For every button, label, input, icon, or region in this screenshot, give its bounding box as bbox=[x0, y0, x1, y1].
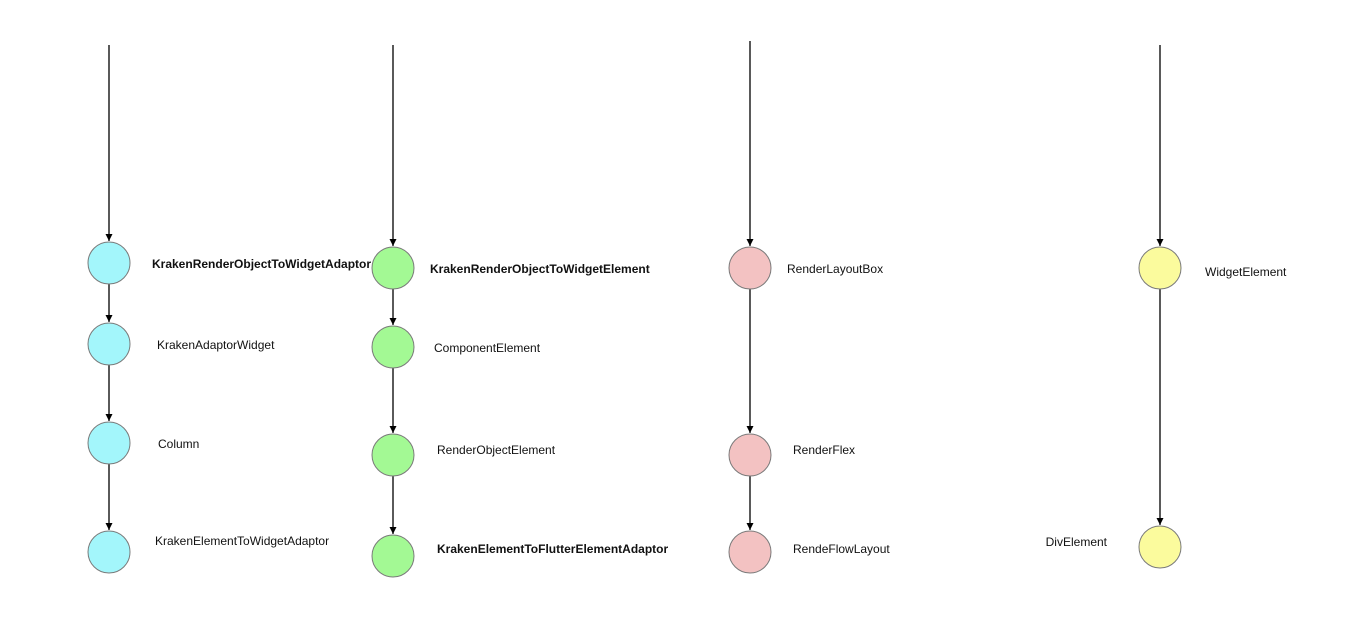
render-layout-box-node bbox=[728, 246, 772, 290]
component-element-node bbox=[371, 325, 415, 369]
rende-flow-layout-label: RendeFlowLayout bbox=[793, 542, 890, 556]
div-element-node bbox=[1138, 525, 1182, 569]
kraken-render-object-to-widget-element-label: KrakenRenderObjectToWidgetElement bbox=[430, 262, 650, 276]
component-element-label: ComponentElement bbox=[434, 341, 541, 355]
render-flex-node bbox=[728, 433, 772, 477]
render-object-element-node bbox=[371, 433, 415, 477]
kraken-element-to-widget-adaptor-node bbox=[87, 530, 131, 574]
edges-layer bbox=[105, 41, 1164, 534]
widget-element-node bbox=[1138, 246, 1182, 290]
render-object-element-label: RenderObjectElement bbox=[437, 443, 556, 457]
kraken-element-to-flutter-element-adaptor-node bbox=[371, 534, 415, 578]
kraken-element-to-flutter-element-adaptor-label: KrakenElementToFlutterElementAdaptor bbox=[437, 542, 668, 556]
kraken-adaptor-widget-node bbox=[87, 322, 131, 366]
kraken-render-object-to-widget-adaptor-node bbox=[87, 241, 131, 285]
kraken-render-object-to-widget-element-node bbox=[371, 246, 415, 290]
kraken-element-to-widget-adaptor-label: KrakenElementToWidgetAdaptor bbox=[155, 534, 329, 548]
nodes-layer: KrakenRenderObjectToWidgetAdaptorKrakenA… bbox=[87, 241, 1287, 578]
kraken-render-object-to-widget-adaptor-label: KrakenRenderObjectToWidgetAdaptor bbox=[152, 257, 371, 271]
render-flex-label: RenderFlex bbox=[793, 443, 855, 457]
column-label: Column bbox=[158, 437, 199, 451]
rende-flow-layout-node bbox=[728, 530, 772, 574]
kraken-adaptor-widget-label: KrakenAdaptorWidget bbox=[157, 338, 275, 352]
column-node bbox=[87, 421, 131, 465]
widget-element-label: WidgetElement bbox=[1205, 265, 1287, 279]
div-element-label: DivElement bbox=[1046, 535, 1108, 549]
render-layout-box-label: RenderLayoutBox bbox=[787, 262, 883, 276]
